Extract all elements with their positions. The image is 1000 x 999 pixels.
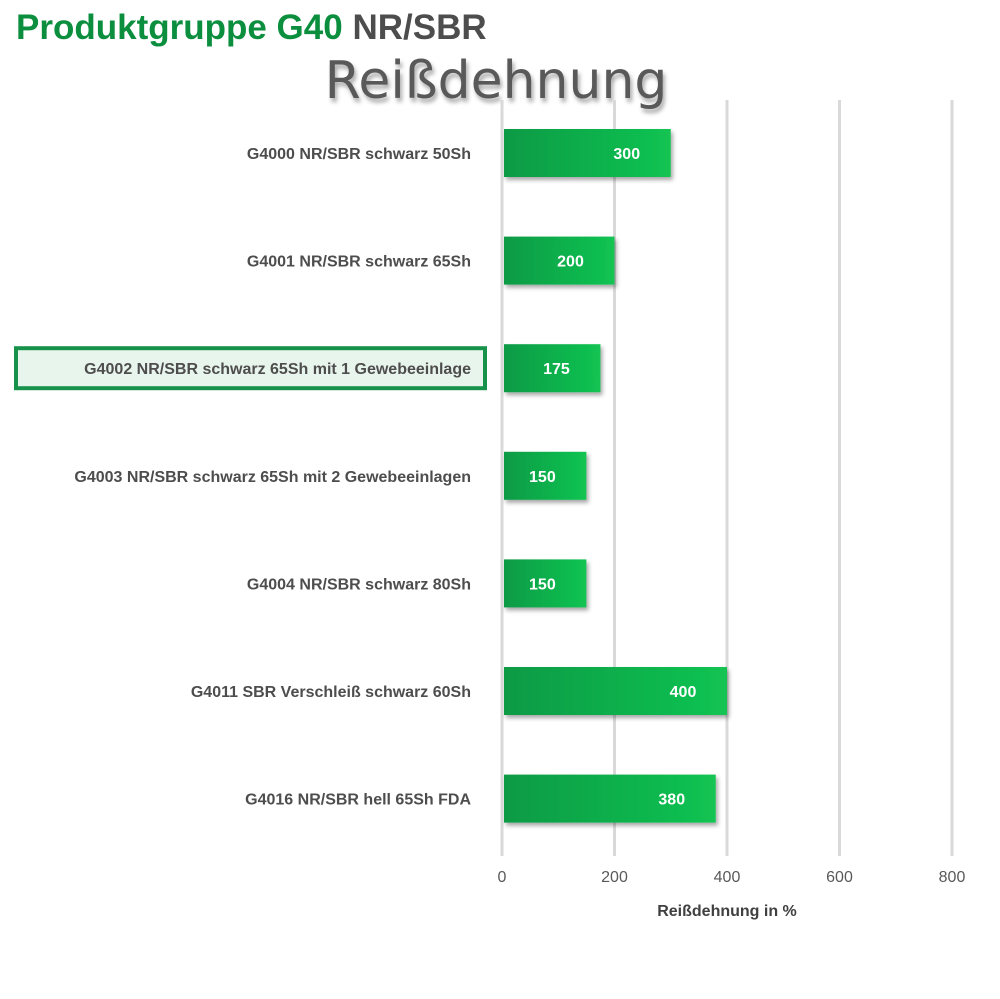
bar [504, 129, 671, 177]
data-label: 380 [658, 792, 685, 809]
bars: 300 200 175 150 150 400 380 [504, 129, 727, 823]
x-tick-label: 400 [714, 869, 741, 886]
bar [504, 236, 615, 285]
x-tick-labels: 0 200 400 600 800 [498, 869, 966, 886]
highlight-box [14, 346, 487, 391]
bar [504, 774, 716, 823]
material-title: NR/SBR [352, 8, 487, 47]
category-label: G4016 NR/SBR hell 65Sh FDA [245, 792, 471, 809]
x-tick-label: 200 [601, 869, 628, 886]
category-label: G4001 NR/SBR schwarz 65Sh [247, 254, 471, 271]
grid-lines [500, 100, 954, 856]
data-label: 175 [543, 361, 570, 378]
bar [504, 667, 727, 715]
highlight-group [14, 346, 487, 391]
x-axis-title: Reißdehnung in % [657, 903, 797, 920]
product-group-title: Produktgruppe G40 [16, 8, 343, 47]
chart-title-text: Reißdehnung [324, 51, 668, 111]
data-label: 400 [670, 684, 697, 701]
category-label: G4004 NR/SBR schwarz 80Sh [247, 576, 471, 593]
data-label: 150 [529, 576, 556, 593]
category-label: G4011 SBR Verschleiß schwarz 60Sh [191, 684, 471, 701]
x-tick-label: 600 [826, 869, 853, 886]
data-label: 300 [613, 146, 640, 163]
data-label: 150 [529, 469, 556, 486]
bar [504, 344, 601, 393]
category-label: G4003 NR/SBR schwarz 65Sh mit 2 Gewebeei… [74, 469, 471, 486]
category-label: G4002 NR/SBR schwarz 65Sh mit 1 Gewebeei… [84, 361, 471, 378]
bar [504, 451, 587, 500]
data-label: 200 [557, 254, 584, 271]
bar [504, 559, 587, 608]
category-label: G4000 NR/SBR schwarz 50Sh [247, 146, 471, 163]
chart-title: Reißdehnung [0, 46, 1000, 116]
page-header: Produktgruppe G40 NR/SBR [16, 8, 487, 48]
x-tick-label: 0 [498, 869, 507, 886]
x-tick-label: 800 [939, 869, 966, 886]
